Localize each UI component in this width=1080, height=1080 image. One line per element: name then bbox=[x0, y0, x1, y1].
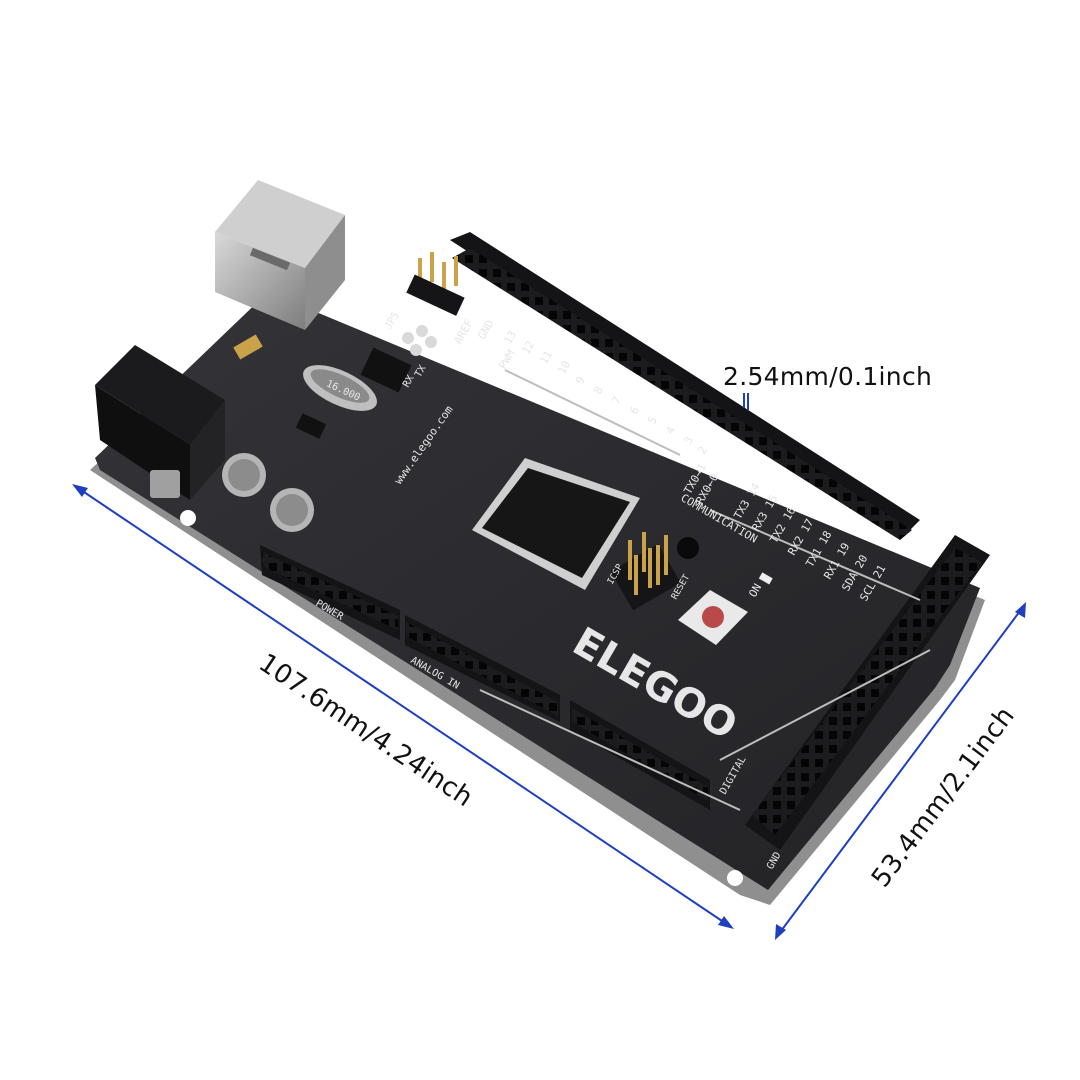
analog-header-a-holes bbox=[406, 622, 558, 716]
length-dimension-line bbox=[77, 487, 729, 926]
reset-button bbox=[678, 590, 748, 645]
aref-label: AREF bbox=[451, 317, 476, 346]
arduino-mega-board: 16.000 bbox=[90, 180, 990, 905]
pwm-label: PWM bbox=[496, 347, 517, 371]
pin-label: 8 bbox=[591, 384, 606, 396]
regulator-chip bbox=[295, 413, 327, 439]
mounting-hole-1 bbox=[180, 510, 196, 526]
crystal-oscillator: 16.000 bbox=[303, 365, 377, 411]
gnd-top-label: GND bbox=[475, 318, 496, 342]
fuse bbox=[233, 334, 263, 360]
on-label: ON bbox=[746, 582, 764, 600]
icsp-header-usb-base bbox=[406, 274, 465, 316]
dc-power-jack bbox=[95, 345, 225, 500]
arrowhead-icon bbox=[775, 924, 786, 940]
pin-label: 9 bbox=[573, 374, 588, 386]
usb-b-connector bbox=[215, 180, 345, 330]
pin-label: 4 bbox=[663, 424, 678, 437]
digital-header-top-holes bbox=[452, 248, 912, 540]
pin-label: 10 bbox=[555, 359, 573, 377]
width-dimension-line bbox=[777, 606, 1024, 936]
capacitor-2 bbox=[270, 488, 314, 532]
dimension-annotations bbox=[72, 393, 1026, 940]
power-header-holes bbox=[262, 552, 398, 630]
jp5-label: JP5 bbox=[383, 310, 402, 331]
mounting-hole-3 bbox=[927, 537, 943, 553]
usb-interface-chip bbox=[360, 347, 412, 393]
on-led bbox=[758, 572, 773, 585]
mounting-hole-2 bbox=[727, 870, 743, 886]
digital-double-header-holes bbox=[752, 548, 982, 835]
jp5-pads bbox=[402, 325, 437, 356]
rx-led-label: RX bbox=[401, 374, 417, 390]
arrowhead-icon bbox=[1015, 602, 1026, 618]
pin-label: 3 bbox=[681, 434, 696, 446]
tx-led-label: TX bbox=[413, 364, 429, 380]
pin-label: 2 bbox=[695, 444, 710, 456]
capacitor-1 bbox=[222, 453, 266, 497]
icsp-header-usb bbox=[418, 252, 458, 292]
pin-label: 12 bbox=[519, 339, 537, 357]
pin-pitch-label: 2.54mm/0.1inch bbox=[723, 362, 933, 391]
icsp-header-mcu bbox=[610, 532, 681, 611]
pin-label: 13 bbox=[501, 329, 519, 347]
pin-label: 7 bbox=[609, 394, 624, 406]
mounting-hole-mid bbox=[677, 537, 699, 559]
pin-label: 5 bbox=[645, 414, 660, 426]
pin-label: 11 bbox=[537, 349, 555, 367]
arrowhead-icon bbox=[72, 484, 88, 497]
digital-header-top bbox=[450, 232, 920, 535]
arrowhead-icon bbox=[718, 916, 734, 929]
analog-header-b-holes bbox=[572, 708, 708, 801]
silkscreen-lines bbox=[479, 369, 931, 811]
atmega2560-chip bbox=[472, 458, 640, 590]
pin-label: 6 bbox=[627, 404, 642, 416]
